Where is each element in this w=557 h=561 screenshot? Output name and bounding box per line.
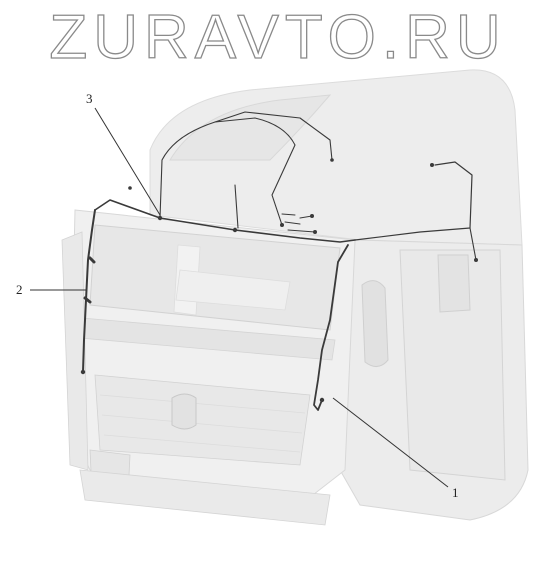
side-mirror xyxy=(361,280,389,367)
harness-connectors xyxy=(80,158,478,403)
harness-2-left-pillar xyxy=(82,209,96,373)
callout-label-3: 3 xyxy=(86,91,93,106)
wiring-harness xyxy=(82,111,477,411)
harness-roof-cluster xyxy=(281,213,316,233)
harness-roof-branch xyxy=(214,111,333,161)
front-bumper xyxy=(79,469,331,526)
harness-rear-right xyxy=(354,161,473,241)
door-window xyxy=(437,254,471,313)
watermark: ZURAVTO.RU xyxy=(49,3,506,72)
emblem xyxy=(171,393,197,430)
callout-label-2: 2 xyxy=(16,282,23,297)
cab-door xyxy=(399,249,506,481)
harness-roof-drop xyxy=(234,184,239,229)
left-headlamp-column xyxy=(61,231,89,471)
harness-rear-drop xyxy=(469,227,477,261)
front-grille xyxy=(94,374,311,466)
leader-line-3 xyxy=(94,107,161,216)
dashboard xyxy=(175,269,291,311)
leader-line-1 xyxy=(332,397,449,488)
roof-spoiler xyxy=(169,94,332,161)
truck-cab xyxy=(61,69,529,526)
harness-2-connector xyxy=(83,256,96,304)
harness-roof-loop xyxy=(159,117,296,226)
callouts: 3 2 1 xyxy=(16,91,459,500)
harness-1-pillar xyxy=(313,244,349,411)
callout-label-1: 1 xyxy=(452,485,459,500)
